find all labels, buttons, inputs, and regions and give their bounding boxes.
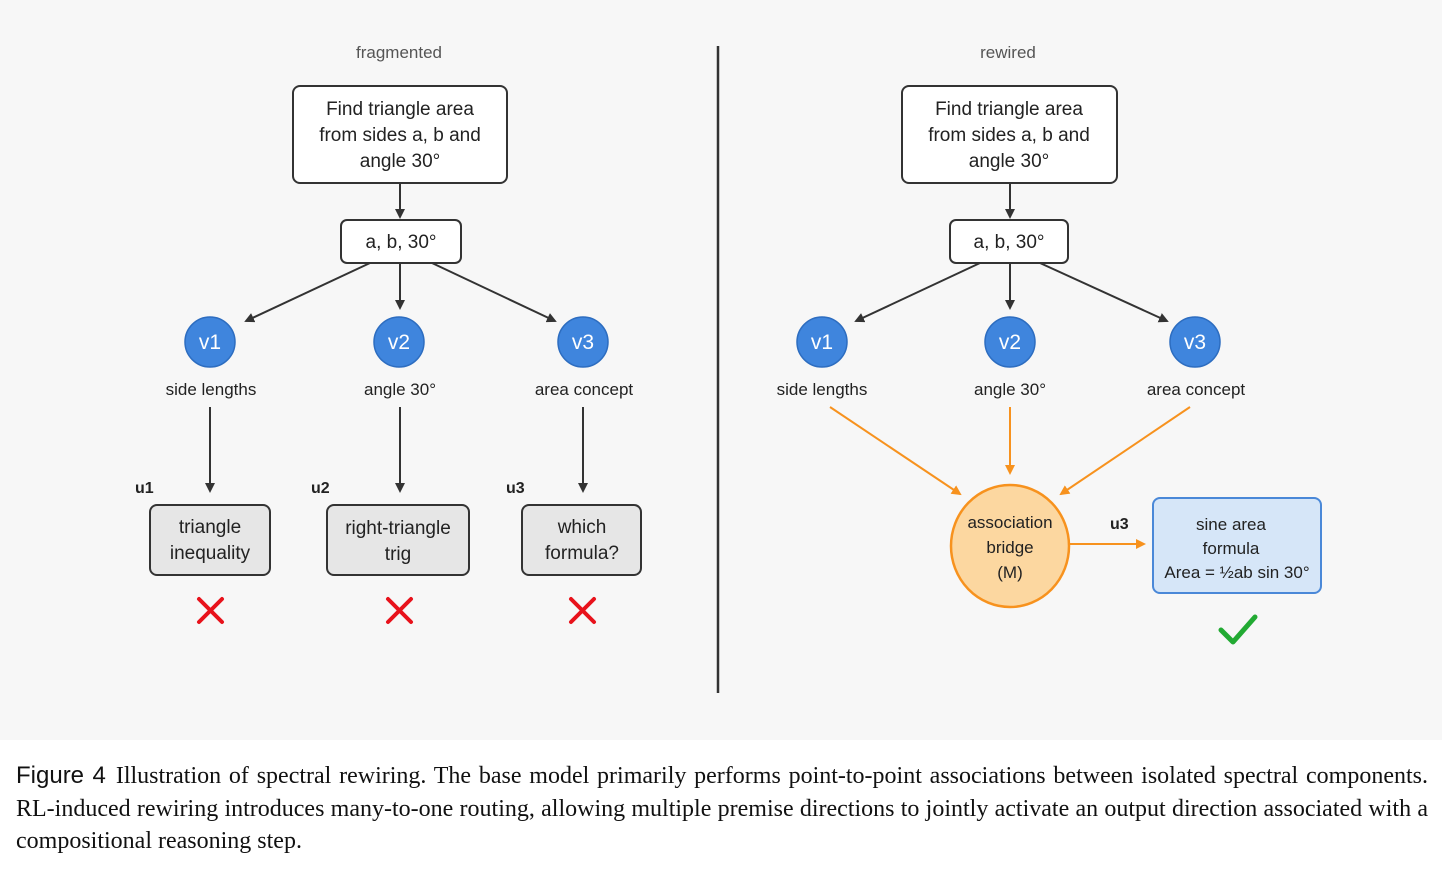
node-v1-right-label: v1 [811,331,833,354]
right-panel-title: rewired [980,43,1036,62]
caption-label: Figure 4 [16,762,106,789]
node-v1-right [796,316,848,368]
node-v2-right [984,316,1036,368]
v1-right-description: side lengths [777,380,868,399]
v2-description: angle 30° [364,380,436,399]
u2-box [326,504,470,576]
u2-line-1: right-triangle [345,518,451,539]
node-v1-label: v1 [199,331,221,354]
left-question-line-1: Find triangle area [326,99,474,120]
u3-line-1: which [557,517,607,538]
node-v3-label: v3 [572,331,594,354]
association-bridge-node [949,483,1071,609]
caption-text: Illustration of spectral rewiring. The b… [16,763,1428,854]
right-tokens-text: a, b, 30° [974,232,1045,253]
node-v2 [373,316,425,368]
u3-result-line-1: sine area [1196,515,1266,534]
v3-right-description: area concept [1147,380,1246,399]
arrow-tokens-to-v3-right [1039,262,1169,323]
left-question-line-2: from sides a, b and [319,125,481,146]
right-panel: rewired Find triangle area from sides a,… [777,43,1322,645]
right-question-line-1: Find triangle area [935,99,1083,120]
diagram-canvas: fragmented Find triangle area from sides… [135,43,1322,693]
left-tokens-text: a, b, 30° [366,232,437,253]
right-question-line-2: from sides a, b and [928,125,1090,146]
arrow-v1-to-bridge [829,406,962,496]
bridge-line-1: association [967,513,1052,532]
v3-description: area concept [535,380,634,399]
arrow-v3-to-bridge [1059,406,1191,496]
right-question-line-3: angle 30° [969,151,1050,172]
u1-label: u1 [135,480,154,497]
u3-line-2: formula? [545,543,619,564]
node-v1 [184,316,236,368]
bridge-line-2: bridge [986,538,1033,557]
arrow-tokens-to-v1-right [854,262,981,323]
left-question-line-3: angle 30° [360,151,441,172]
u3-label: u3 [506,480,525,497]
figure-panel: fragmented Find triangle area from sides… [135,43,1322,693]
u1-box [149,504,271,576]
check-icon [1218,614,1258,645]
node-v3-right-label: v3 [1184,331,1206,354]
u3-result-line-2: formula [1203,539,1260,558]
bridge-line-3: (M) [997,563,1022,582]
left-panel: fragmented Find triangle area from sides… [135,43,642,624]
arrow-tokens-to-v1 [244,262,371,323]
u3-box [521,504,642,576]
u1-line-2: inequality [170,543,251,564]
v2-right-description: angle 30° [974,380,1046,399]
u3-right-label: u3 [1110,516,1129,533]
u2-line-2: trig [385,544,411,565]
node-v3 [557,316,609,368]
cross-icon [569,597,596,624]
cross-icon [197,597,224,624]
u2-label: u2 [311,480,330,497]
u1-line-1: triangle [179,517,241,538]
node-v3-right [1169,316,1221,368]
u3-result-box [1152,497,1322,594]
v1-description: side lengths [166,380,257,399]
node-v2-label: v2 [388,331,410,354]
arrow-tokens-to-v3 [431,262,557,323]
node-v2-right-label: v2 [999,331,1021,354]
left-panel-title: fragmented [356,43,442,62]
cross-icon [386,597,413,624]
u3-result-line-3: Area = ½ab sin 30° [1164,563,1309,582]
